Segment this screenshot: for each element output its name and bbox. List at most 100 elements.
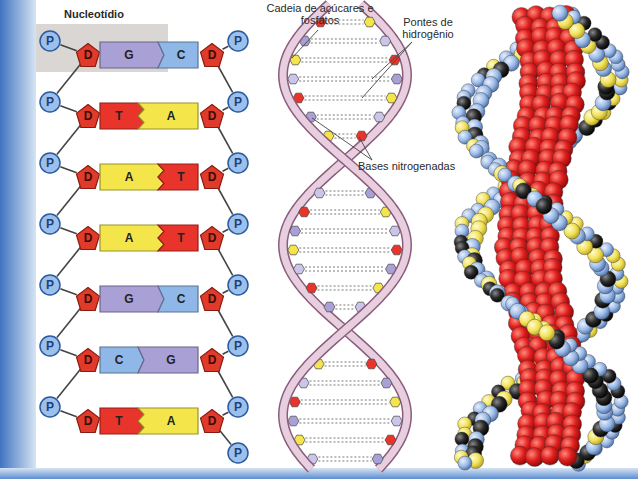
base-hexagon bbox=[391, 245, 402, 255]
node-letter: G bbox=[166, 354, 175, 366]
base-hexagon bbox=[391, 74, 402, 84]
node-letter: D bbox=[208, 49, 217, 61]
hydrogen-bond bbox=[310, 214, 380, 215]
hydrogen-bond bbox=[311, 39, 379, 40]
sugar-pentagon: D bbox=[200, 104, 224, 128]
atom-sphere bbox=[540, 446, 559, 465]
backbone-line bbox=[60, 167, 76, 173]
backbone-line bbox=[223, 290, 229, 293]
node-letter: D bbox=[84, 415, 93, 427]
space-filling-model bbox=[452, 5, 629, 471]
base-shape bbox=[158, 164, 198, 190]
node-letter: T bbox=[115, 415, 122, 427]
page-area bbox=[36, 0, 638, 468]
label-text: Nucleotídio bbox=[64, 8, 154, 20]
base-shape bbox=[158, 286, 198, 312]
sugar-pentagon: D bbox=[200, 409, 224, 433]
base-hexagon bbox=[294, 264, 305, 274]
node-letter: P bbox=[46, 96, 54, 108]
sugar-pentagon: D bbox=[76, 226, 100, 250]
backbone-line bbox=[57, 125, 81, 154]
phosphate-circle: P bbox=[39, 152, 61, 174]
phosphate-shape bbox=[40, 397, 60, 417]
sugar-pentagon: D bbox=[200, 287, 224, 311]
node-letter: C bbox=[177, 49, 186, 61]
backbone-line bbox=[60, 289, 76, 295]
backbone-line bbox=[57, 369, 81, 398]
base-block: G bbox=[100, 42, 164, 68]
sugar-pentagon: D bbox=[76, 104, 100, 128]
sugar-shape bbox=[77, 410, 100, 433]
leader-line bbox=[362, 42, 412, 98]
hydrogen-bond bbox=[317, 115, 373, 116]
node-letter: D bbox=[208, 293, 217, 305]
node-letter: P bbox=[234, 447, 242, 459]
backbone-line bbox=[218, 66, 233, 93]
base-hexagon bbox=[290, 226, 301, 236]
backbone-line bbox=[220, 430, 231, 444]
base-hexagon bbox=[324, 302, 335, 312]
phosphate-shape bbox=[228, 397, 248, 417]
sugar-shape bbox=[77, 166, 100, 189]
sugar-pentagon: D bbox=[76, 348, 100, 372]
base-hexagon bbox=[380, 36, 391, 46]
backbone-line bbox=[223, 412, 229, 415]
atom-sphere bbox=[552, 5, 568, 21]
slide-side-band bbox=[0, 0, 36, 479]
base-hexagon bbox=[390, 397, 401, 407]
base-hexagon bbox=[372, 454, 383, 464]
leader-line bbox=[359, 137, 372, 160]
node-letter: P bbox=[234, 35, 242, 47]
hydrogen-bond bbox=[325, 191, 364, 192]
base-hexagon bbox=[364, 17, 375, 27]
node-letter: D bbox=[208, 232, 217, 244]
base-shape bbox=[158, 42, 198, 68]
hydrogen-bond bbox=[335, 309, 354, 310]
phosphate-shape bbox=[228, 214, 248, 234]
hydrogen-bond bbox=[305, 271, 385, 272]
sugar-phosphate-strand bbox=[283, 4, 407, 469]
phosphate-circle: P bbox=[227, 213, 249, 235]
node-letter: D bbox=[84, 49, 93, 61]
hydrogen-bond bbox=[318, 457, 371, 458]
node-letter: T bbox=[177, 232, 184, 244]
node-letter: P bbox=[234, 279, 242, 291]
sugar-shape bbox=[201, 288, 224, 311]
phosphate-shape bbox=[40, 275, 60, 295]
sugar-shape bbox=[77, 44, 100, 67]
base-block: T bbox=[158, 164, 198, 190]
phosphate-circle: P bbox=[227, 91, 249, 113]
base-hexagon bbox=[299, 207, 310, 217]
base-hexagon bbox=[314, 188, 325, 198]
node-letter: A bbox=[125, 171, 134, 183]
phosphate-shape bbox=[40, 31, 60, 51]
hydrogen-bond bbox=[310, 381, 381, 382]
base-hexagon bbox=[386, 93, 397, 103]
phosphate-shape bbox=[40, 336, 60, 356]
hydrogen-bond bbox=[325, 362, 366, 363]
sugar-shape bbox=[77, 288, 100, 311]
base-hexagon bbox=[391, 416, 402, 426]
atom-sphere bbox=[558, 447, 577, 466]
hydrogen-bond bbox=[301, 58, 388, 59]
hydrogen-bond bbox=[318, 461, 371, 462]
backbone-line bbox=[60, 228, 76, 234]
sugar-pentagon: D bbox=[76, 43, 100, 67]
backbone-line bbox=[223, 107, 229, 110]
hydrogen-bond bbox=[311, 43, 379, 44]
label-text: Bases nitrogenadas bbox=[358, 160, 470, 172]
phosphate-shape bbox=[228, 92, 248, 112]
sugar-phosphate-strand bbox=[283, 4, 407, 469]
phosphate-circle: P bbox=[227, 30, 249, 52]
atom-sphere bbox=[536, 198, 552, 214]
sugar-shape bbox=[77, 105, 100, 128]
phosphate-shape bbox=[40, 92, 60, 112]
sugar-shape bbox=[201, 166, 224, 189]
node-letter: P bbox=[46, 157, 54, 169]
base-shape bbox=[138, 408, 198, 434]
hydrogen-bond bbox=[299, 419, 390, 420]
sugar-shape bbox=[77, 349, 100, 372]
sugar-pentagon: D bbox=[200, 226, 224, 250]
base-block: G bbox=[100, 286, 164, 312]
base-shape bbox=[100, 164, 164, 190]
